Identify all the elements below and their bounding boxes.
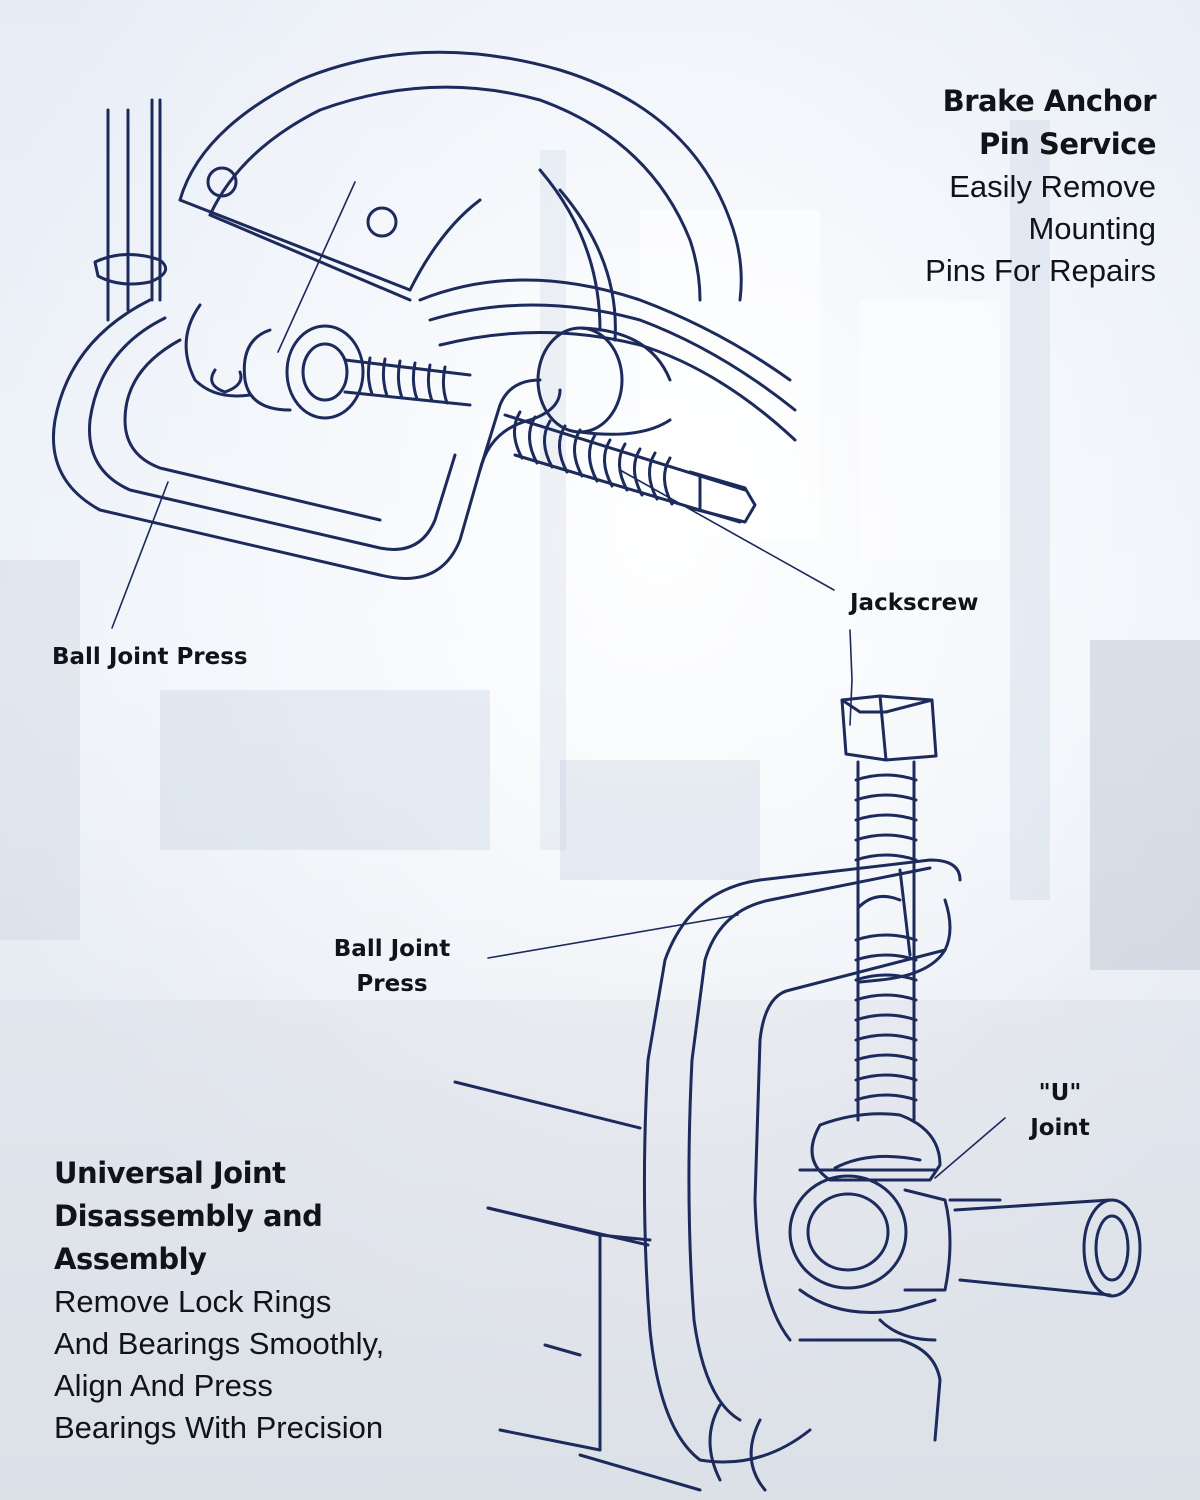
bottom-callout-body-line: Remove Lock Rings — [54, 1284, 332, 1319]
leader-anchor-pin — [277, 181, 356, 353]
bg-shelf — [560, 760, 760, 880]
u-joint-assembly-drawing — [453, 694, 1142, 1492]
top-callout-body-line: Easily Remove — [949, 169, 1156, 204]
bottom-callout-body-line: Align And Press — [54, 1368, 273, 1403]
top-callout-heading-line: Pin Service — [979, 127, 1157, 161]
bottom-callout-body-line: Bearings With Precision — [54, 1410, 384, 1445]
label-u-joint: "U" Joint — [1005, 1076, 1115, 1146]
bottom-callout: Universal Joint Disassembly and Assembly… — [54, 1152, 524, 1449]
leader-u-joint — [934, 1117, 1006, 1179]
top-callout-body-line: Pins For Repairs — [925, 253, 1156, 288]
top-callout-heading-line: Brake Anchor — [942, 84, 1157, 118]
leader-jackscrew — [619, 469, 835, 591]
label-u-joint-line: "U" — [1038, 1080, 1082, 1106]
label-ball-joint-press-mid-line: Ball Joint — [333, 936, 451, 962]
bottom-callout-body-line: And Bearings Smoothly, — [54, 1326, 385, 1361]
leader-jackscrew-head — [849, 629, 853, 726]
label-u-joint-line: Joint — [1030, 1115, 1090, 1141]
bg-pillar — [1010, 120, 1050, 900]
label-ball-joint-press-top: Ball Joint Press — [52, 644, 248, 670]
bg-window — [860, 300, 1000, 560]
bg-shelf — [160, 690, 490, 850]
leader-ball-joint-press-top — [111, 481, 169, 629]
brake-assembly-drawing — [52, 50, 797, 580]
bg-cabinet — [0, 560, 80, 940]
top-callout: Brake Anchor Pin Service Easily Remove M… — [796, 80, 1156, 292]
label-jackscrew: Jackscrew — [850, 590, 979, 616]
bg-pillar — [540, 150, 566, 850]
leader-ball-joint-press-mid — [487, 914, 739, 959]
label-ball-joint-press-mid: Ball Joint Press — [312, 932, 472, 1002]
top-callout-body-line: Mounting — [1028, 211, 1156, 246]
label-ball-joint-press-mid-line: Press — [356, 971, 428, 997]
bottom-callout-heading-line: Universal Joint — [54, 1156, 286, 1190]
bg-cabinet — [1090, 640, 1200, 970]
bottom-callout-heading-line: Disassembly and — [54, 1199, 323, 1233]
bottom-callout-heading-line: Assembly — [54, 1242, 207, 1276]
